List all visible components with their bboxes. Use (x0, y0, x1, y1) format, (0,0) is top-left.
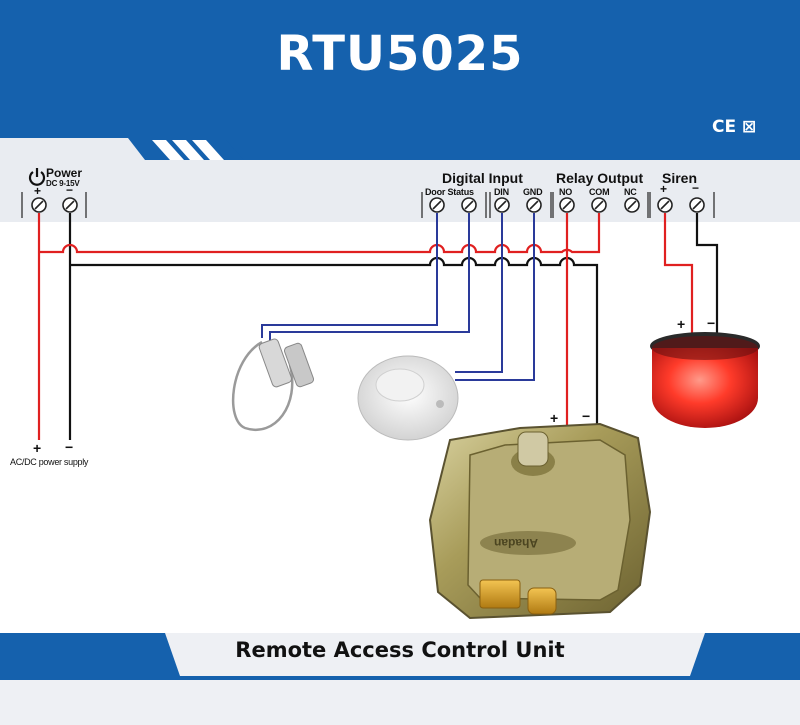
footer-bottom (0, 680, 800, 725)
positive-bus (39, 213, 601, 254)
nc-label: NC (624, 187, 637, 197)
footer-plate (165, 633, 705, 676)
siren-label: Siren (662, 170, 698, 186)
screw-slots (34, 200, 702, 210)
header-banner (0, 0, 800, 160)
header-notch-right (226, 140, 800, 160)
supply-wires (37, 213, 601, 440)
digital-input-label: Digital Input (442, 170, 523, 186)
power-minus-label: − (66, 183, 74, 197)
header-stripe-2 (172, 140, 204, 160)
header-stripe-3 (192, 140, 224, 160)
door-contact-sensor (231, 338, 315, 431)
din-wire (455, 213, 503, 373)
power-icon (28, 168, 46, 186)
electric-lock (428, 422, 652, 620)
status-wire (269, 213, 470, 342)
siren-minus-terminal-label: − (692, 181, 700, 195)
lock-brand-label: Ahadan (494, 536, 539, 550)
power-label: Power (46, 166, 83, 180)
relay-output-label: Relay Output (556, 170, 644, 186)
device-title: RTU5025 (276, 26, 524, 82)
no-label: NO (559, 187, 573, 197)
footer-caption: Remote Access Control Unit (235, 638, 565, 662)
door-status-label: Door Status (425, 187, 474, 197)
lock-minus-label: − (582, 408, 591, 424)
header-notch (0, 138, 145, 160)
door-wire (261, 213, 438, 338)
siren-device (650, 332, 760, 428)
com-label: COM (589, 187, 610, 197)
siren-minus-label: − (707, 315, 716, 331)
supply-plus-label: + (33, 440, 42, 456)
terminal-brackets (21, 192, 715, 218)
gnd-wire (455, 213, 535, 381)
siren-positive-wire (663, 213, 694, 335)
supply-label: AC/DC power supply (10, 457, 89, 467)
smoke-detector (357, 355, 459, 441)
power-plus-label: + (34, 184, 42, 198)
signal-wires (261, 213, 535, 381)
siren-plus-label: + (677, 316, 686, 332)
power-voltage: DC 9-15V (46, 179, 80, 188)
header-stripe-1 (152, 140, 184, 160)
siren-negative-wire (695, 213, 719, 335)
certification-marks: CE ⊠ (712, 117, 757, 137)
negative-bus (70, 256, 599, 440)
din-label: DIN (494, 187, 509, 197)
supply-minus-label: − (65, 439, 74, 455)
siren-plus-terminal-label: + (660, 182, 668, 196)
gnd-label: GND (523, 187, 543, 197)
lock-plus-label: + (550, 410, 559, 426)
